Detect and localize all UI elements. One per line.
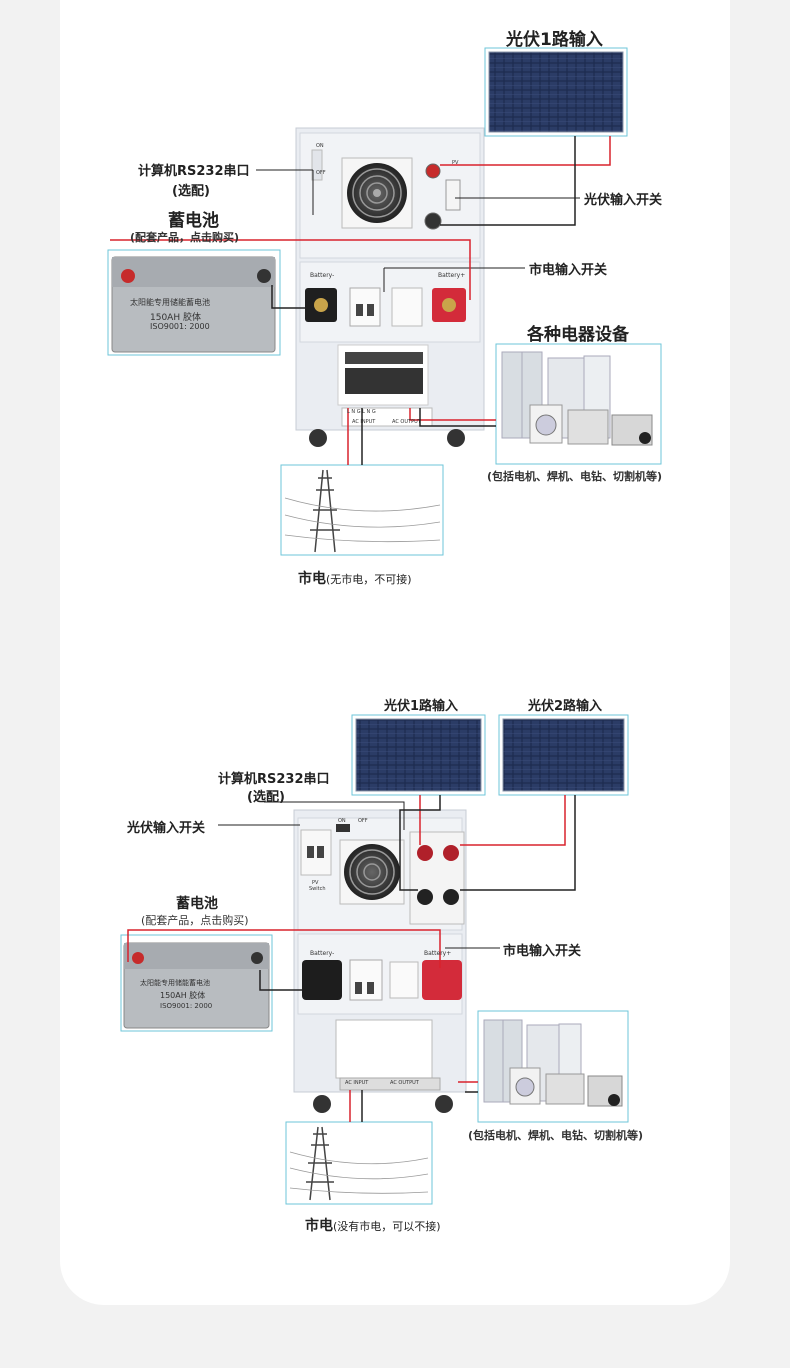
grid-note: (无市电，不可接) [326,573,412,586]
grid-title: 市电 [298,571,326,587]
appliances-d1 [495,343,662,465]
inverter-cabinet-d1 [295,127,485,447]
solar-panel-1-d2 [351,714,486,796]
solar-panel-2-d2 [498,714,629,796]
pv-print-d2: PV [312,880,319,886]
appliances-note: (包括电机、焊机、电钻、切割机等) [487,470,663,483]
battery-print-1-d2: 太阳能专用储能蓄电池 [140,979,210,987]
pv-switch-label: 光伏输入开关 [584,193,663,208]
rs232-label: 计算机RS232串口 [138,164,250,179]
battery-print-3-d2: ISO9001: 2000 [160,1002,213,1010]
diagram-2 [120,714,629,1205]
mains-switch-label: 市电输入开关 [529,263,608,278]
rs232-label-2: 计算机RS232串口 [218,772,330,787]
grid-title-2: 市电 [305,1218,333,1234]
inverter-cabinet-d2 [293,809,467,1113]
wires-d1 [110,136,611,465]
battery-plus-print: Battery+ [438,272,466,279]
solar-panel-d1 [484,47,628,137]
battery-print-3: ISO9001: 2000 [150,322,210,331]
appliances-d2 [477,1010,629,1123]
battery-print-2: 150AH 胶体 [150,313,201,323]
battery-note-2[interactable]: (配套产品，点击购买) [141,914,249,927]
pv-switch-print-d2: Switch [309,886,326,892]
battery-minus-print-d2: Battery- [310,950,335,957]
appliances-note-2: (包括电机、焊机、电钻、切割机等) [468,1129,644,1142]
pv-switch-label-2: 光伏输入开关 [127,821,206,836]
mains-switch-label-2: 市电输入开关 [503,944,582,959]
battery-label-2: 蓄电池 [176,896,218,912]
terminals-print: L N G L N G [347,409,376,415]
power-pylon-d2 [285,1121,433,1205]
ac-input-print: AC INPUT [352,419,376,425]
rs232-optional-label: (选配) [172,184,210,199]
grid-label-2: 市电(没有市电，可以不接) [305,1215,441,1235]
wires-d2 [127,795,576,1122]
pv-input-label: 光伏1路输入 [506,30,603,50]
battery-minus-print: Battery- [310,272,335,279]
grid-label: 市电(无市电，不可接) [298,568,412,588]
ac-output-print-d2: AC OUTPUT [390,1080,419,1086]
ac-output-print: AC OUTPUT [392,419,421,425]
battery-d2 [120,934,273,1032]
ac-input-print-d2: AC INPUT [345,1080,369,1086]
pv-print: PV [452,160,459,166]
on-print: ON [316,143,324,149]
battery-plus-print-d2: Battery+ [424,950,452,957]
battery-label: 蓄电池 [168,211,219,231]
callout-lines-d1 [256,169,580,292]
pv-input-2-label: 光伏2路输入 [528,699,603,714]
battery-print-2-d2: 150AH 胶体 [160,991,206,1000]
rs232-optional-label-2: (选配) [247,790,285,805]
callout-lines-d2 [218,801,500,949]
grid-note-2: (没有市电，可以不接) [333,1220,441,1233]
battery-note[interactable]: (配套产品，点击购买) [130,231,240,244]
off-print: OFF [316,170,326,176]
battery-print-1: 太阳能专用储能蓄电池 [130,298,210,307]
on-print-d2: ON [338,818,346,824]
appliances-label: 各种电器设备 [527,325,629,345]
pv-input-1-label: 光伏1路输入 [384,699,459,714]
off-print-d2: OFF [358,818,368,824]
diagram-1 [107,47,662,556]
battery-d1 [107,249,281,356]
power-pylon-d1 [280,464,444,556]
